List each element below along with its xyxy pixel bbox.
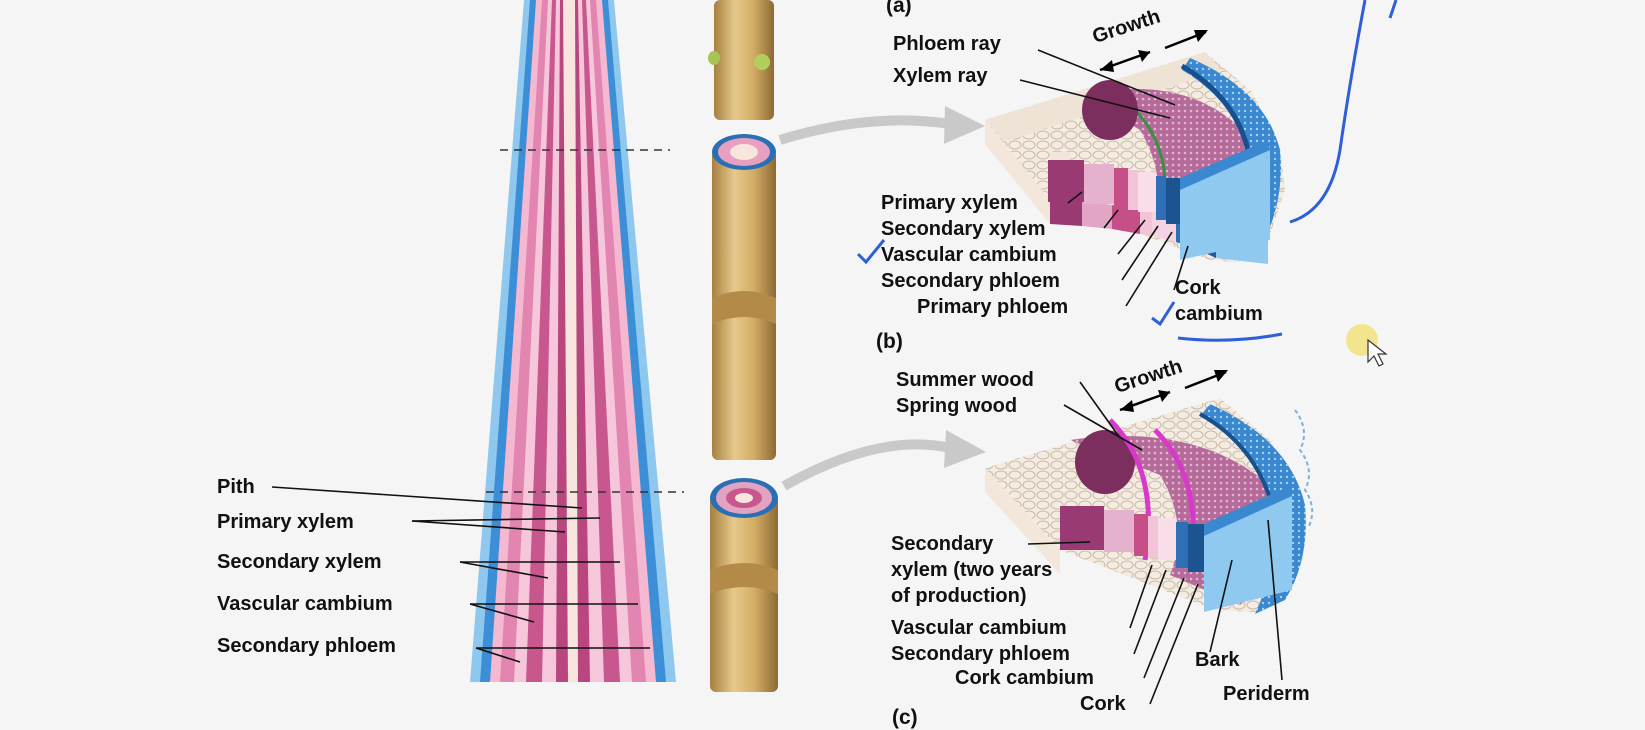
label-b-cambium: cambium xyxy=(1175,303,1263,325)
label-b-primary-phloem: Primary phloem xyxy=(917,296,1069,318)
label-b-phloem-ray: Phloem ray xyxy=(893,33,1001,55)
label-c-secondary: Secondary xyxy=(891,533,994,555)
label-c-secondary-phloem: Secondary phloem xyxy=(891,643,1070,665)
label-c-vascular-cambium: Vascular cambium xyxy=(891,617,1067,639)
wedge-c xyxy=(985,398,1314,614)
longitudinal-section xyxy=(470,0,684,682)
label-c-summer-wood: Summer wood xyxy=(896,369,1034,391)
mouse-cursor-icon xyxy=(1346,324,1388,367)
label-c-spring-wood: Spring wood xyxy=(896,395,1018,417)
panel-label-b: (b) xyxy=(876,330,903,353)
label-c-xylem-two-years: xylem (two years xyxy=(891,559,1053,581)
label-c-of-production: of production) xyxy=(891,585,1027,607)
wedge-b xyxy=(985,52,1285,264)
woody-stem xyxy=(708,0,778,692)
label-vascular-cambium: Vascular cambium xyxy=(217,593,393,615)
zoom-arrows xyxy=(778,106,986,491)
label-c-bark: Bark xyxy=(1195,649,1240,671)
label-b-primary-xylem: Primary xylem xyxy=(881,192,1018,214)
label-b-vascular-cambium: Vascular cambium xyxy=(881,244,1057,266)
leader-lines xyxy=(271,49,1283,705)
panel-label-c: (c) xyxy=(892,706,918,729)
label-pith: Pith xyxy=(217,476,255,498)
panel-label-a: (a) xyxy=(886,0,912,17)
label-c-cork: Cork xyxy=(1080,693,1126,715)
label-primary-xylem: Primary xylem xyxy=(217,511,354,533)
label-b-secondary-phloem: Secondary phloem xyxy=(881,270,1060,292)
label-b-secondary-xylem: Secondary xylem xyxy=(881,218,1046,240)
handwritten-annotations xyxy=(856,0,1398,342)
label-c-cork-cambium: Cork cambium xyxy=(955,667,1094,689)
label-b-xylem-ray: Xylem ray xyxy=(893,65,988,87)
growth-arrows xyxy=(1099,30,1228,412)
label-c-periderm: Periderm xyxy=(1223,683,1310,705)
label-b-cork: Cork xyxy=(1175,277,1221,299)
label-secondary-phloem: Secondary phloem xyxy=(217,635,396,657)
label-secondary-xylem: Secondary xylem xyxy=(217,551,382,573)
